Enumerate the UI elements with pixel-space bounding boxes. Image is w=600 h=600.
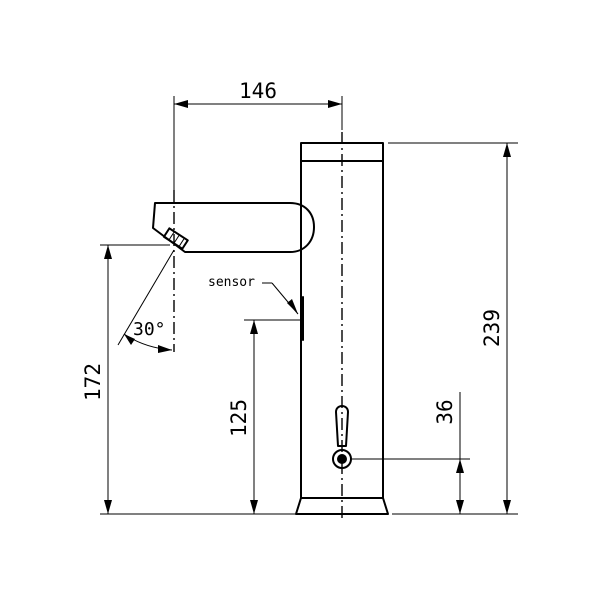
dimension-36: 36 [352, 392, 470, 514]
dimension-125: 125 [227, 319, 300, 514]
dimension-125-label: 125 [227, 399, 251, 437]
spout-outline [152, 202, 315, 253]
knob-outer-ring [332, 449, 352, 469]
dimension-36-label: 36 [433, 399, 457, 424]
dimension-239-label: 239 [480, 309, 504, 347]
dimension-172: 172 [81, 244, 170, 514]
spout [152, 202, 315, 253]
spray-line [117, 249, 175, 346]
aerator [162, 227, 189, 250]
spray-angle: 30° [117, 249, 175, 353]
sensor-label: sensor [208, 275, 255, 290]
dimension-146: 146 [173, 79, 343, 192]
sensor-note: sensor [208, 275, 299, 315]
dimension-239: 239 [388, 142, 518, 515]
angle-label: 30° [133, 319, 166, 340]
knob-lever [335, 405, 349, 447]
knob-center [337, 454, 347, 464]
dimension-146-label: 146 [239, 79, 277, 103]
knob [332, 405, 352, 469]
dimension-172-label: 172 [81, 363, 105, 401]
